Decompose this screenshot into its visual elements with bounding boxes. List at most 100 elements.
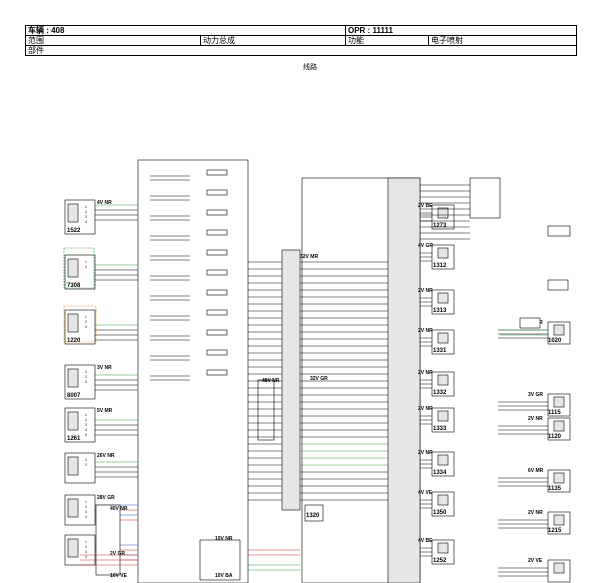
connector-id-label: 1135 — [548, 486, 562, 492]
connector-pin-number: 3 — [85, 325, 87, 329]
connector-spec-label: 3V GR — [528, 392, 543, 398]
far-right-connector-face — [553, 324, 565, 336]
ecu-pin-box — [206, 209, 228, 216]
connector-pin-number: 3 — [85, 215, 87, 219]
bottom-connector-left — [95, 504, 121, 576]
right-connector-face — [437, 207, 449, 219]
ecu-pin-box — [206, 169, 228, 176]
connector-pin-number: 5 — [85, 433, 87, 437]
connector-spec-label: 2V NR — [528, 510, 543, 516]
connector-spec-label: 2V NR — [418, 450, 433, 456]
connector-id-label: 1261 — [67, 436, 81, 442]
relay-tag — [547, 279, 569, 291]
connector-id-label: 1220 — [67, 338, 81, 344]
bottom-connector-a-label: 40V NR — [110, 506, 128, 512]
connector-pin-number: 2 — [85, 320, 87, 324]
far-right-connector-face — [553, 562, 565, 574]
connector-pin-number: 3 — [85, 550, 87, 554]
connector-pin-number: 1 — [85, 260, 87, 264]
header-table: 车辆 : 408 OPR : 11111 范围 动力总成 功能 电子喷射 部件 — [25, 25, 577, 56]
connector-id-label: 1273 — [433, 223, 447, 229]
connector-id-label: 1334 — [433, 470, 447, 476]
right-connector-face — [437, 374, 449, 386]
left-connector-face — [67, 411, 79, 431]
connector-pin-number: 1 — [85, 205, 87, 209]
part-label: 部件 — [25, 45, 577, 56]
connector-id-label: 1333 — [433, 426, 447, 432]
right-connector-face — [437, 454, 449, 466]
dashed-connector-box — [63, 305, 97, 343]
connector-spec-label: 2V NR — [418, 288, 433, 294]
bottom-connector-b-label: 2V GR — [110, 551, 125, 557]
connector-id-label: 8007 — [67, 393, 81, 399]
top-right-block — [469, 177, 501, 219]
connector-spec-label: 28V GR — [97, 495, 115, 501]
left-connector-face — [67, 456, 79, 476]
connector-spec-label: 4V NR — [97, 200, 112, 206]
connector-pin-number: 1 — [85, 500, 87, 504]
connector-pin-number: 1 — [85, 370, 87, 374]
connector-id-label: 1020 — [548, 338, 562, 344]
right-connector-face — [437, 410, 449, 422]
far-right-connector-face — [553, 396, 565, 408]
far-right-connector-face — [553, 514, 565, 526]
connector-pin-number: 4 — [85, 428, 87, 432]
connector-pin-number: 3 — [85, 423, 87, 427]
left-connector-face — [67, 368, 79, 388]
far-right-connector-face — [553, 472, 565, 484]
dashed-connector-box — [63, 247, 95, 289]
connector-spec-label: 6V MR — [528, 468, 544, 474]
left-connector-face — [67, 538, 79, 558]
connector-spec-label: 2V NR — [418, 370, 433, 376]
ecu-pin-box — [206, 349, 228, 356]
connector-pin-number: 2 — [85, 505, 87, 509]
connector-pin-number: 2 — [85, 463, 87, 467]
connector-spec-label: 4V BE — [418, 538, 433, 544]
connector-id-label: 1331 — [433, 348, 447, 354]
connector-pin-number: 2 — [85, 545, 87, 549]
connector-id-label: 1120 — [548, 434, 562, 440]
center-connector-inner — [257, 379, 275, 441]
connector-pin-number: 2 — [85, 210, 87, 214]
right-connector-face — [437, 494, 449, 506]
connector-spec-label: 2V NR — [528, 416, 543, 422]
right-connector-face — [437, 292, 449, 304]
connector-pin-number: 2 — [85, 265, 87, 269]
bottom-connector-e-label: 10V BA — [215, 573, 233, 579]
connector-id-label: 1332 — [433, 390, 447, 396]
center-connector-c-label: 32V GR — [310, 376, 328, 382]
left-connector-face — [67, 203, 79, 223]
connector-id-label: 1522 — [67, 228, 81, 234]
connector-id-label: 1115 — [548, 410, 561, 416]
center-connector-b-label: 32V MR — [300, 254, 318, 260]
connector-pin-number: 2 — [85, 375, 87, 379]
ecu-pin-box — [206, 269, 228, 276]
center-module-tag — [304, 504, 324, 522]
connector-spec-label: 4V GR — [418, 243, 433, 249]
connector-id-label: 1252 — [433, 558, 447, 564]
bottom-connector-c-label: 16V VE — [110, 573, 128, 579]
bottom-connector-d-label: 10V NR — [215, 536, 233, 542]
connector-spec-label: 2V NR — [418, 406, 433, 412]
ecu-pin-box — [206, 289, 228, 296]
connector-spec-label: 4V VE — [418, 490, 433, 496]
ecu-pin-box — [206, 369, 228, 376]
bottom-connector-mid — [199, 539, 241, 581]
connector-pin-number: 1 — [85, 315, 87, 319]
connector-pin-number: 4 — [85, 220, 87, 224]
connector-id-label: 1215 — [548, 528, 562, 534]
connector-pin-number: 3 — [85, 510, 87, 514]
right-module-column — [387, 177, 421, 583]
ecu-frame — [137, 159, 249, 583]
connector-spec-label: 2V NR — [418, 328, 433, 334]
connector-pin-number: 3 — [85, 380, 87, 384]
connector-spec-label: 26V NR — [97, 453, 115, 459]
right-connector-face — [437, 247, 449, 259]
connector-pin-number: 4 — [85, 515, 87, 519]
far-right-connector-face — [553, 420, 565, 432]
left-connector-face — [67, 313, 79, 333]
connector-spec-label: 2V BE — [418, 203, 433, 209]
relay-tag — [519, 317, 541, 329]
top-right-tag — [547, 225, 571, 237]
